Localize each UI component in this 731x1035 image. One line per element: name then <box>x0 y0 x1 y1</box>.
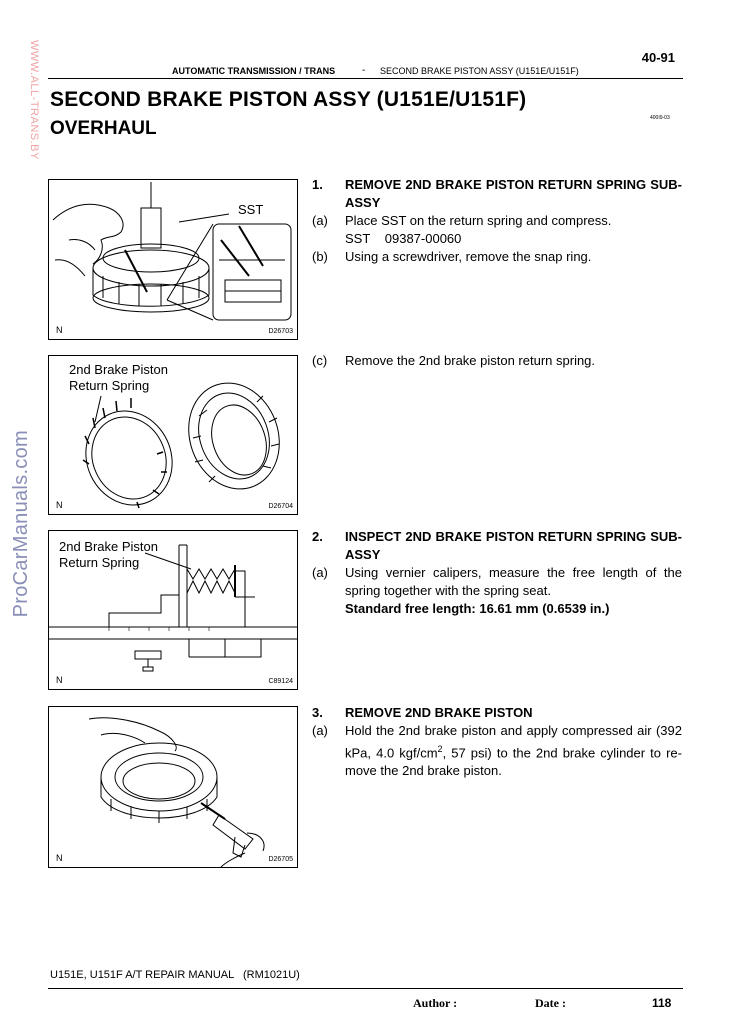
header-separator: - <box>362 65 366 76</box>
figure-4-id: D26705 <box>268 856 293 863</box>
step-2-number: 2. <box>312 529 323 544</box>
step-3a-superscript: 2 <box>437 744 443 754</box>
footer-page-number: 118 <box>652 996 672 1010</box>
step-3a-text: Hold the 2nd brake piston and apply comp… <box>345 722 682 780</box>
figure-4: N D26705 <box>48 706 298 868</box>
figure-4-n: N <box>56 853 63 863</box>
sst-line: SST 09387-00060 <box>312 230 682 248</box>
page-title: SECOND BRAKE PISTON ASSY (U151E/U151F) <box>50 88 527 111</box>
watermark-top: WWW.ALL-TRANS.BY <box>28 40 40 160</box>
step-1b-text: Using a screwdriver, remove the snap rin… <box>345 249 592 264</box>
sst-compression-illustration <box>52 182 292 321</box>
figure-3-label: 2nd Brake Piston Return Spring <box>59 539 159 570</box>
step-1c: (c) Remove the 2nd brake piston return s… <box>312 352 682 370</box>
step-1c-mark: (c) <box>312 353 328 368</box>
figure-1: SST N D26703 <box>48 179 298 340</box>
step-1c-text: Remove the 2nd brake piston return sprin… <box>345 353 596 368</box>
step-1-number: 1. <box>312 177 323 192</box>
step-3-title: REMOVE 2ND BRAKE PISTON <box>345 705 533 720</box>
sst-label: SST <box>345 231 371 246</box>
step-3: 3. REMOVE 2ND BRAKE PISTON (a) Hold the … <box>312 704 682 780</box>
return-spring-illustration <box>82 382 280 509</box>
watermark-side: ProCarManuals.com <box>10 430 32 618</box>
page-subtitle: OVERHAUL <box>50 118 157 139</box>
page-number: 40-91 <box>641 50 675 65</box>
step-2-title: INSPECT 2ND BRAKE PISTON RETURN SPRING S… <box>345 529 682 562</box>
doc-code: 400I9-03 <box>650 115 670 121</box>
figure-2-n: N <box>56 500 63 510</box>
step-1a-mark: (a) <box>312 213 328 228</box>
step-1a-text: Place SST on the return spring and compr… <box>345 213 612 228</box>
footer-author: Author : <box>413 996 458 1010</box>
standard-free-length: Standard free length: 16.61 mm (0.6539 i… <box>345 601 610 616</box>
figure-1-label-sst: SST <box>238 202 264 217</box>
step-2: 2. INSPECT 2ND BRAKE PISTON RETURN SPRIN… <box>312 528 682 618</box>
step-3a-mark: (a) <box>312 723 328 738</box>
figure-2-id: D26704 <box>268 503 293 510</box>
step-1b-mark: (b) <box>312 249 328 264</box>
sst-number: 09387-00060 <box>384 231 462 246</box>
step-2a-text: Using vernier calipers, measure the free… <box>345 565 682 598</box>
step-2a-mark: (a) <box>312 565 328 580</box>
figure-3-n: N <box>56 675 63 685</box>
vernier-caliper-illustration <box>49 544 297 672</box>
step-1: 1. REMOVE 2ND BRAKE PISTON RETURN SPRING… <box>312 176 682 266</box>
step-3a-text-before: Hold the 2nd brake piston and apply comp… <box>345 723 682 761</box>
header-section: AUTOMATIC TRANSMISSION / TRANS <box>172 66 336 76</box>
figure-3-id: C89124 <box>268 678 293 685</box>
figure-2-label: 2nd Brake Piston Return Spring <box>69 362 169 393</box>
figure-3: 2nd Brake Piston Return Spring N C89124 <box>48 530 298 690</box>
figure-1-id: D26703 <box>268 328 293 335</box>
header-rule <box>48 78 683 79</box>
figure-1-n: N <box>56 325 63 335</box>
compressed-air-illustration <box>88 717 265 867</box>
figure-2: 2nd Brake Piston Return Spring N D26704 <box>48 355 298 515</box>
footer-date: Date : <box>535 996 566 1010</box>
step-3a-text-after: , 57 psi) to the 2nd brake cylinder to r… <box>345 745 682 779</box>
footer-manual: U151E, U151F A/T REPAIR MANUAL (RM1021U) <box>50 969 300 981</box>
step-1-title: REMOVE 2ND BRAKE PISTON RETURN SPRING SU… <box>345 177 682 210</box>
footer-rule <box>48 988 683 989</box>
header-topic: SECOND BRAKE PISTON ASSY (U151E/U151F) <box>380 66 579 76</box>
step-3-number: 3. <box>312 705 323 720</box>
